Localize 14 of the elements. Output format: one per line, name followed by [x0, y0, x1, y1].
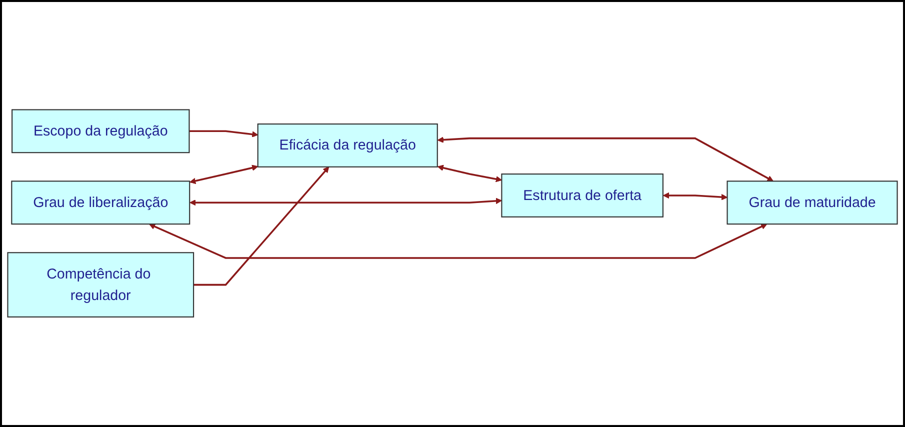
arrow: [437, 136, 774, 182]
arrow: [190, 164, 258, 184]
node-box: Grau de maturidade: [726, 180, 898, 225]
node-box: Competência do regulador: [7, 252, 194, 318]
node-box: Grau de liberalização: [11, 180, 190, 225]
node-box: Escopo da regulação: [12, 109, 190, 154]
arrow: [662, 192, 728, 200]
node-box: Estrutura de oferta: [501, 174, 664, 218]
arrow: [190, 198, 502, 206]
arrow: [194, 166, 330, 286]
arrow: [189, 130, 258, 138]
arrow: [437, 164, 502, 182]
node-box: Eficácia da regulação: [257, 124, 438, 168]
arrow: [149, 224, 768, 260]
